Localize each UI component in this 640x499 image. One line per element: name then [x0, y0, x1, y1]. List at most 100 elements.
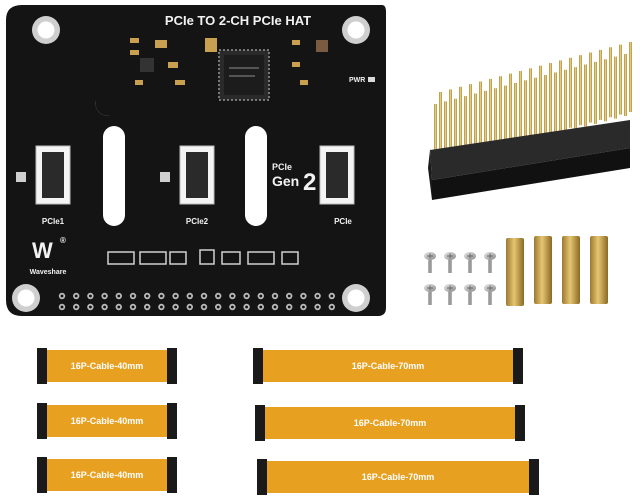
header-pin [624, 54, 627, 116]
waveshare-logo: W ® Waveshare [30, 236, 67, 276]
port-label-pcie1: PCIe1 [42, 217, 65, 226]
header-pin [504, 85, 507, 148]
header-body-side [428, 150, 432, 200]
cable-40mm-2: 16P-Cable-40mm [37, 403, 177, 439]
screw [424, 284, 436, 305]
header-pins [434, 42, 632, 166]
screw [464, 284, 476, 305]
standoff-set [506, 236, 608, 306]
pin-header [428, 42, 632, 200]
pcb-board: PCIe TO 2-CH PCIe HAT PWR [6, 5, 386, 316]
header-pin [534, 77, 537, 140]
brand-name: Waveshare [30, 269, 67, 276]
standoff [534, 236, 552, 304]
bottom-components [107, 249, 299, 265]
cable-40mm-1: 16P-Cable-40mm [37, 348, 177, 384]
board-title: PCIe TO 2-CH PCIe HAT [165, 13, 311, 28]
screw [444, 284, 456, 305]
cable-label: 16P-Cable-70mm [354, 418, 427, 428]
header-pin [519, 70, 522, 141]
screw-set [424, 252, 496, 305]
board-slot-right [245, 126, 267, 226]
cable-label: 16P-Cable-40mm [71, 416, 144, 426]
cable-label: 16P-Cable-40mm [71, 361, 144, 371]
brand-mark: W [32, 238, 53, 263]
cable-label: 16P-Cable-40mm [71, 470, 144, 480]
header-pin [629, 42, 632, 112]
ffc-connector-pcie1 [16, 145, 71, 205]
header-pin [479, 81, 482, 152]
mount-hole-tr [342, 16, 370, 44]
header-pin [594, 61, 597, 124]
board-slot-left [103, 126, 125, 226]
pwr-label: PWR [349, 77, 365, 84]
header-pin [464, 96, 467, 159]
gen-label-num: 2 [303, 169, 316, 196]
header-pin [524, 80, 527, 143]
pwr-led [368, 77, 375, 82]
header-pin [584, 64, 587, 127]
screw [444, 252, 456, 273]
header-pin [509, 73, 512, 144]
gen-label-main: Gen [272, 173, 299, 189]
header-pin [444, 101, 447, 164]
header-pin [434, 104, 437, 166]
header-pin [484, 90, 487, 153]
header-pin [554, 72, 557, 135]
mount-hole-br [342, 284, 370, 312]
crystal-component [316, 40, 328, 52]
header-pin [564, 69, 567, 132]
screw [464, 252, 476, 273]
gpio-hole-row [58, 292, 335, 311]
header-pin [579, 55, 582, 126]
header-pin [549, 63, 552, 134]
smd-components [130, 38, 308, 85]
header-body-front [432, 148, 630, 200]
smd-ic-small [140, 58, 154, 72]
registered-mark: ® [60, 236, 66, 245]
mount-hole-bl [12, 284, 40, 312]
port-label-pcie: PCIe [334, 217, 352, 226]
cable-70mm-2: 16P-Cable-70mm [255, 405, 525, 441]
screw [424, 252, 436, 273]
header-pin [474, 93, 477, 156]
header-pin [459, 86, 462, 157]
header-pin [454, 98, 457, 161]
header-pin [469, 84, 472, 155]
mount-hole-tl [32, 16, 60, 44]
header-body-top [430, 120, 630, 180]
header-pin [514, 82, 517, 145]
header-pin [574, 67, 577, 130]
cable-label: 16P-Cable-70mm [362, 472, 435, 482]
header-pin [604, 59, 607, 122]
header-pin [569, 57, 572, 128]
port-label-pcie2: PCIe2 [186, 217, 209, 226]
header-pin [614, 56, 617, 119]
header-pin [529, 68, 532, 139]
screw [484, 252, 496, 273]
standoff [506, 238, 524, 306]
standoff [562, 236, 580, 304]
screw [484, 284, 496, 305]
header-pin [539, 65, 542, 136]
header-pin [499, 76, 502, 147]
header-pin [489, 78, 492, 149]
cable-70mm-3: 16P-Cable-70mm [257, 459, 539, 495]
header-pin [609, 47, 612, 118]
standoff [590, 236, 608, 304]
header-pin [544, 75, 547, 138]
gen-label-top: PCIe [272, 162, 292, 172]
header-pin [559, 60, 562, 131]
cable-label: 16P-Cable-70mm [352, 361, 425, 371]
header-pin [449, 89, 452, 160]
header-pin [494, 88, 497, 151]
ffc-connector-pcie2 [160, 145, 215, 205]
pcie-switch-chip [218, 49, 270, 101]
header-pin [599, 49, 602, 120]
cable-40mm-3: 16P-Cable-40mm [37, 457, 177, 493]
cable-70mm-1: 16P-Cable-70mm [253, 348, 523, 384]
ffc-connector-pcie [319, 145, 355, 205]
header-pin [589, 52, 592, 123]
